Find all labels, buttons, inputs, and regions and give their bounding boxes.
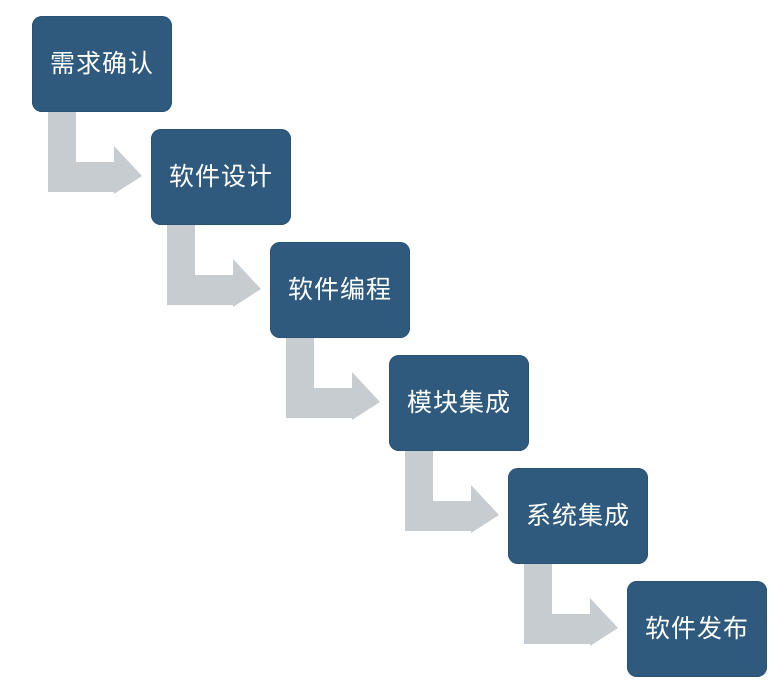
step-software-design-box: 软件设计 — [151, 129, 291, 225]
step-requirements-box: 需求确认 — [32, 16, 172, 112]
arrow-connector-4 — [405, 451, 499, 533]
step-label: 软件编程 — [287, 275, 392, 304]
step-system-integration-box: 系统集成 — [508, 468, 648, 564]
step-label: 模块集成 — [406, 388, 511, 417]
step-module-integration-box: 模块集成 — [389, 355, 529, 451]
step-label: 需求确认 — [49, 49, 154, 78]
arrow-connector-1 — [48, 112, 142, 194]
arrow-connector-5 — [524, 564, 618, 646]
step-software-release-box: 软件发布 — [627, 581, 767, 677]
step-software-programming-box: 软件编程 — [270, 242, 410, 338]
arrow-connector-3 — [286, 338, 380, 420]
arrow-connector-2 — [167, 225, 261, 307]
step-label: 软件设计 — [168, 162, 273, 191]
step-label: 软件发布 — [644, 614, 749, 643]
step-label: 系统集成 — [525, 501, 630, 530]
